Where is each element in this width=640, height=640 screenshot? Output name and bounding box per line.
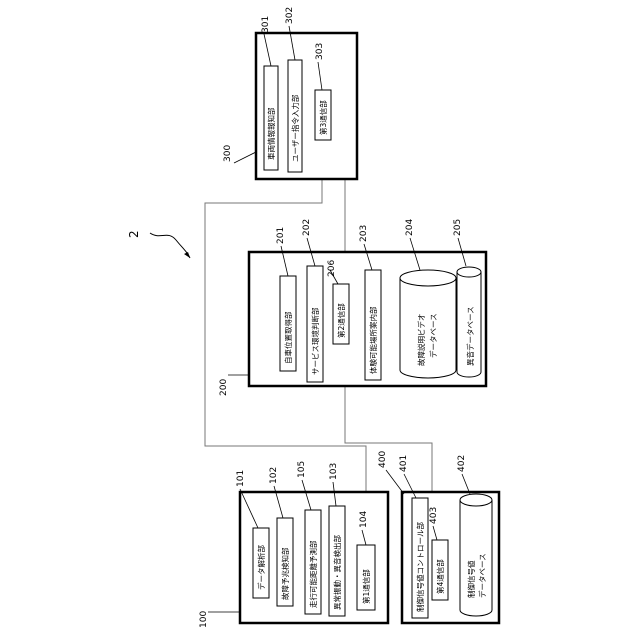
database-204-label-1: 故障説明ビデオ: [416, 314, 426, 367]
diagram-label-leader: [150, 233, 190, 258]
block-103-ref: 103: [329, 463, 339, 480]
diagram-label: 2: [127, 230, 141, 238]
block-401-ref: 401: [399, 455, 409, 472]
database-402-ref: 402: [457, 455, 467, 472]
system-100-ref: 100: [199, 611, 209, 628]
block-403-label: 第4通信部: [435, 559, 445, 594]
block-101-ref: 101: [236, 470, 246, 487]
database-205-ref: 205: [453, 219, 463, 236]
block-301-label: 車両情報報知部: [266, 107, 276, 160]
block-401-label: 制御信号値コントロール部: [415, 522, 425, 612]
block-203-label: 体験可能場所案内部: [368, 306, 378, 374]
block-201-label: 自車位置取得部: [283, 311, 293, 364]
block-105-ref: 105: [297, 461, 307, 478]
block-301-ref: 301: [261, 16, 271, 33]
block-302-label: ユーザー指令入力部: [290, 94, 300, 162]
block-104-ref: 104: [359, 511, 369, 528]
block-103-label: 異常振動・異音検出部: [332, 535, 342, 610]
block-202-label: サービス環境判断部: [310, 307, 320, 375]
database-204: 故障説明ビデオ データベース: [400, 270, 456, 378]
block-403-ref: 403: [429, 507, 439, 524]
block-202-ref: 202: [302, 219, 312, 236]
database-402-label-1: 制御信号値: [466, 560, 476, 598]
block-302-ref: 302: [285, 7, 295, 24]
database-205: 異音データベース: [457, 267, 481, 377]
database-204-ref: 204: [405, 219, 415, 236]
block-201-ref: 201: [276, 227, 286, 244]
database-205-label: 異音データベース: [465, 306, 475, 366]
system-400: 400 制御信号値コントロール部 401 第4通信部 403 制御信号値 データ…: [378, 451, 499, 623]
system-200-ref: 200: [219, 379, 229, 396]
block-102-ref: 102: [269, 467, 279, 484]
block-203-ref: 203: [359, 225, 369, 242]
block-206-ref: 206: [327, 260, 337, 277]
system-300-ref: 300: [223, 145, 233, 162]
system-300-leader: [234, 152, 256, 163]
block-105-label: 走行可能距離予測部: [308, 540, 318, 608]
system-300: 300 車両情報報知部 301 ユーザー指令入力部 302 第3通信部 303: [223, 7, 357, 179]
block-303-label: 第3通信部: [318, 100, 328, 135]
system-100: 100 データ解析部 101 故障予兆検知部 102 走行可能距離予測部 105…: [199, 461, 388, 628]
system-400-ref: 400: [378, 451, 388, 468]
block-102-label: 故障予兆検知部: [280, 547, 290, 600]
block-206-label: 第2通信部: [336, 303, 346, 338]
diagram-label-arrowhead: [184, 252, 190, 258]
system-200: 200 自車位置取得部 201 サービス環境判断部 202 第2通信部 206 …: [219, 219, 486, 396]
block-104-label: 第1通信部: [361, 569, 371, 604]
block-101-label: データ解析部: [256, 545, 266, 590]
block-303-ref: 303: [315, 43, 325, 60]
database-204-label-2: データベース: [428, 313, 438, 358]
database-402-label-2: データベース: [477, 553, 487, 598]
database-402: 制御信号値 データベース: [460, 494, 492, 616]
system-400-leader: [386, 470, 404, 494]
